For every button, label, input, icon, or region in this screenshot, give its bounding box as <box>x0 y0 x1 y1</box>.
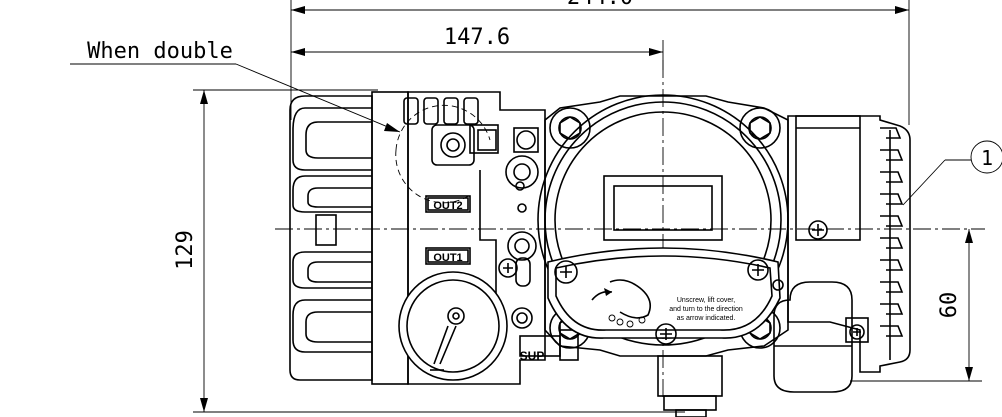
out2-port-label: OUT2 <box>433 200 462 212</box>
cover-instruction-line2: and turn to the direction <box>669 306 743 313</box>
cable-entry-right <box>773 281 853 393</box>
offset-label: 60 <box>937 292 962 319</box>
terminal-block: OUT2 OUT1 SUP <box>395 91 579 385</box>
overall-width-label: 244.0 <box>567 0 633 10</box>
left-fin-housing <box>289 91 409 385</box>
dimension-height: 129 <box>173 89 685 413</box>
cover-instruction-line3: as arrow indicated. <box>677 315 736 322</box>
cable-entry-bottom <box>657 355 723 417</box>
cover-instruction-line1: Unscrew, lift cover, <box>677 297 735 304</box>
dimension-partial-width: 147.6 <box>291 25 664 70</box>
dimension-overall-width: 244.0 <box>290 0 910 125</box>
callout-item-1: 1 <box>902 140 1002 206</box>
dimension-offset: 60 <box>850 229 982 382</box>
out1-port-label: OUT1 <box>433 252 462 264</box>
pressure-gauge <box>398 271 508 381</box>
when-double-label: When double <box>87 39 233 64</box>
callout-when-double: When double <box>70 39 401 133</box>
height-label: 129 <box>173 230 198 270</box>
item-number-label: 1 <box>981 146 993 170</box>
partial-width-label: 147.6 <box>444 25 510 50</box>
sup-port-label: SUP <box>520 349 545 363</box>
right-case <box>787 115 911 373</box>
display-access-cover: Unscrew, lift cover, and turn to the dir… <box>547 247 784 345</box>
